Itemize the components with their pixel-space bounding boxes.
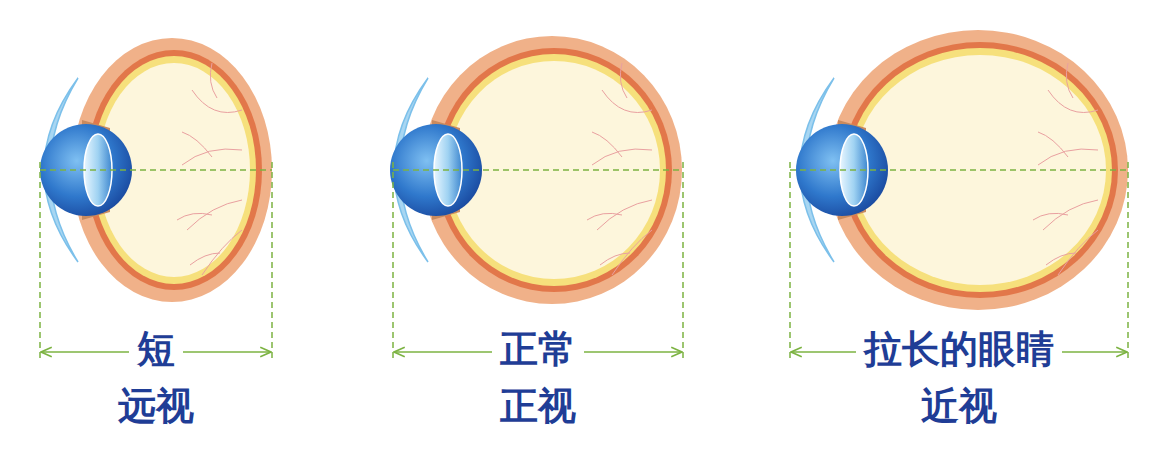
eyeball bbox=[390, 36, 682, 304]
blood-vessel bbox=[602, 63, 652, 113]
extension-line bbox=[682, 162, 684, 360]
condition-label: 近视 bbox=[913, 385, 1005, 429]
extension-line bbox=[392, 162, 394, 360]
dimension-label: 拉长的眼睛 bbox=[856, 328, 1062, 372]
extension-line bbox=[789, 162, 791, 360]
blood-vessel bbox=[192, 63, 242, 113]
condition-label: 正视 bbox=[492, 385, 584, 429]
condition-label: 远视 bbox=[110, 385, 202, 429]
blood-vessel bbox=[1033, 200, 1098, 230]
optical-axis bbox=[790, 169, 1128, 171]
dimension-label: 正常 bbox=[492, 328, 584, 372]
blood-vessel bbox=[190, 230, 242, 275]
blood-vessel bbox=[182, 132, 242, 165]
blood-vessel bbox=[1048, 63, 1098, 113]
optical-axis bbox=[393, 169, 683, 171]
lens bbox=[84, 134, 112, 206]
extension-line bbox=[271, 162, 273, 360]
dimension-label: 短 bbox=[129, 328, 183, 372]
blood-vessel bbox=[592, 132, 652, 165]
blood-vessel bbox=[1046, 230, 1098, 275]
extension-line bbox=[39, 162, 41, 360]
eyeball bbox=[40, 38, 272, 302]
blood-vessel bbox=[1038, 132, 1098, 165]
blood-vessel bbox=[600, 230, 652, 275]
optical-axis bbox=[40, 169, 272, 171]
blood-vessel bbox=[177, 200, 242, 230]
blood-vessel bbox=[587, 200, 652, 230]
extension-line bbox=[1127, 162, 1129, 360]
